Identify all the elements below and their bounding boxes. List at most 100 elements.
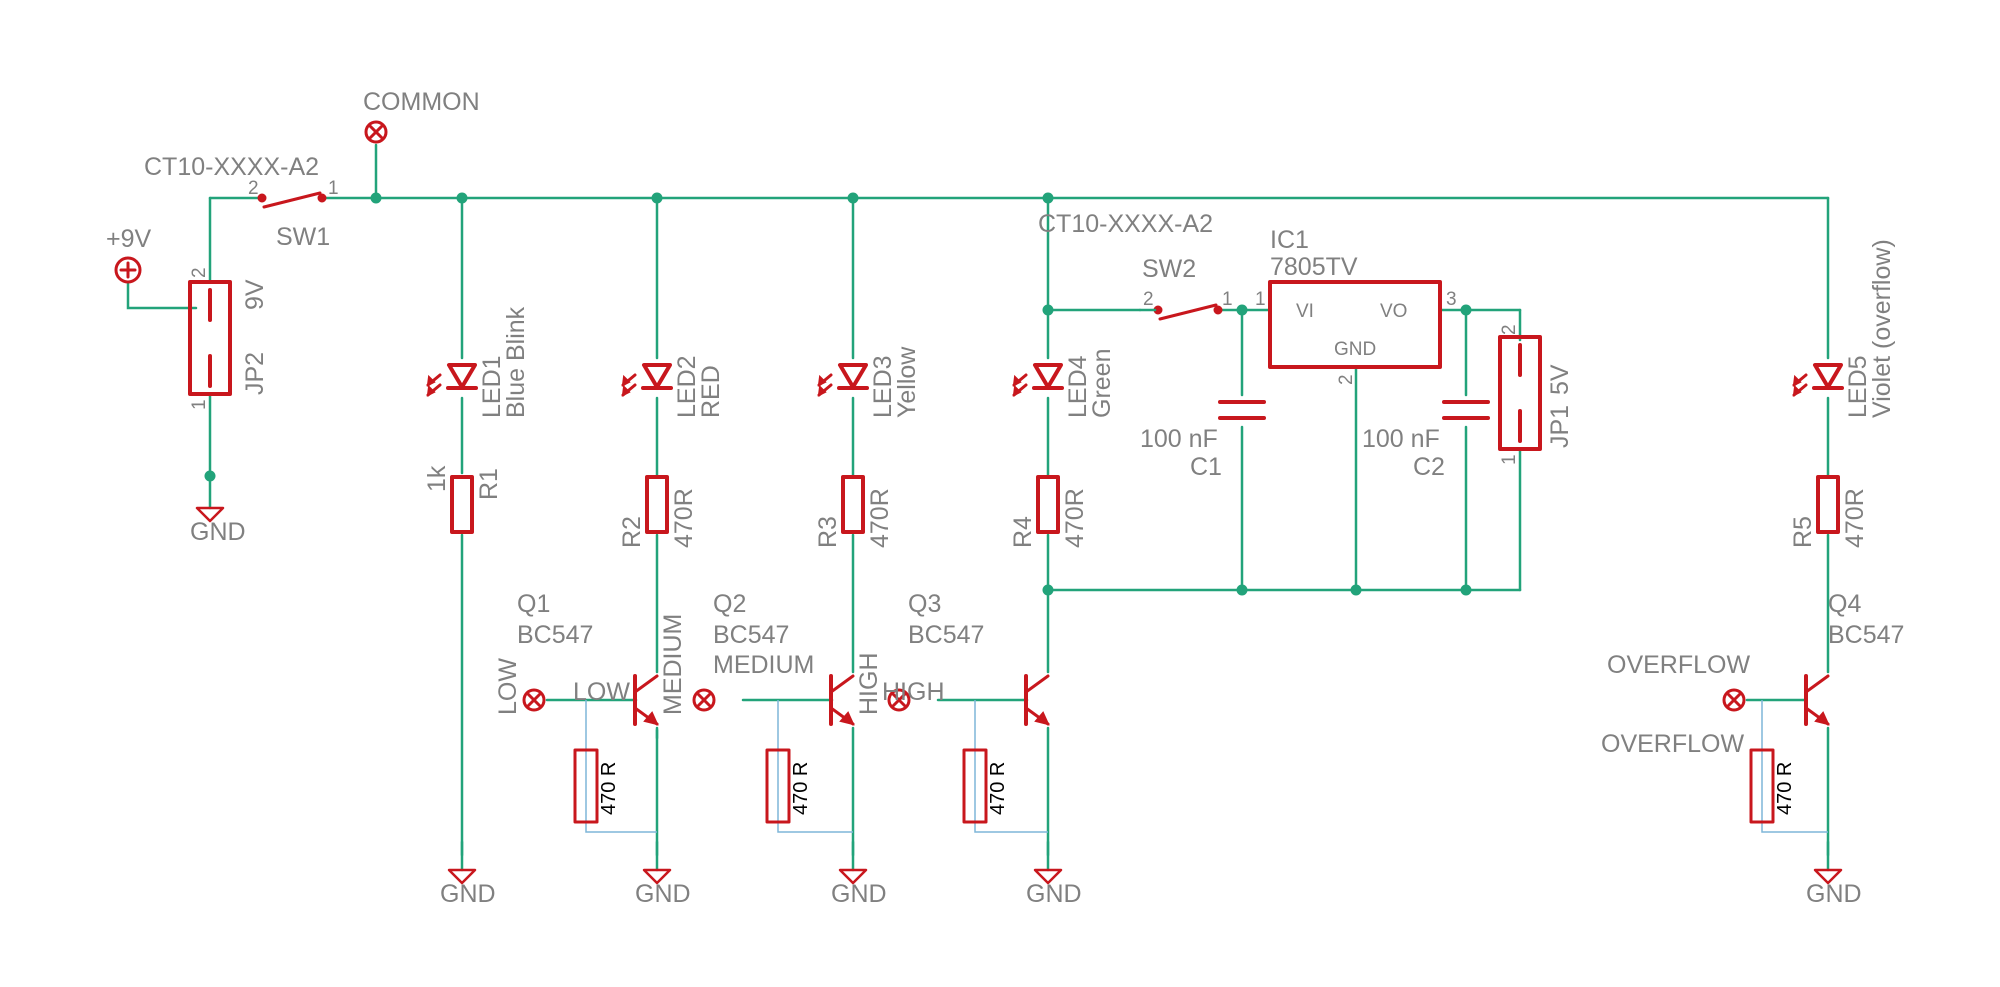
sw2-pin-b: 1	[1222, 289, 1233, 310]
ic1-name: IC1	[1270, 226, 1309, 254]
pulldown-q1-value: 470 R	[598, 762, 620, 815]
overflow-label-2: OVERFLOW	[1601, 730, 1744, 758]
sw1: CT10-XXXX-A2 2 1 SW1	[144, 153, 339, 251]
jp1-name: JP1	[1546, 405, 1574, 448]
low-label: LOW	[494, 658, 522, 715]
pulldown-q2-value: 470 R	[790, 762, 812, 815]
low-label-2: LOW	[573, 678, 630, 706]
c2-name: C2	[1413, 453, 1445, 481]
testpoint-high: HIGH HIGH	[855, 653, 945, 716]
led3-value: Yellow	[893, 346, 921, 418]
medium-label-2: MEDIUM	[713, 651, 814, 679]
c1-value: 100 nF	[1140, 425, 1218, 453]
c1-name: C1	[1190, 453, 1222, 481]
r5: R5 470R	[1789, 475, 1869, 548]
q2-name: Q2	[713, 590, 746, 618]
pulldown-q4: 470 R	[1749, 748, 1796, 824]
high-label-2: HIGH	[882, 678, 945, 706]
led3: LED3 Yellow	[817, 346, 921, 418]
r1-value: 1k	[423, 465, 451, 492]
sw1-name: SW1	[276, 223, 330, 251]
gnd-symbols: GND GND GND GND GND GND	[190, 478, 1862, 908]
r3: R3 470R	[814, 475, 894, 548]
q2-value: BC547	[713, 621, 789, 649]
jp2-pin-b: 1	[189, 399, 210, 410]
jp2-connector: 2 1 9V JP2	[188, 267, 269, 410]
jp2-name: JP2	[241, 352, 269, 395]
led2-name: LED2	[673, 355, 701, 418]
pulldown-q3: 470 R	[962, 748, 1009, 824]
high-label: HIGH	[855, 653, 883, 716]
jp2-value: 9V	[241, 279, 269, 310]
plus9v-label: +9V	[106, 225, 152, 253]
jp1-pin-b: 1	[1499, 454, 1520, 465]
ic1-pin2: 2	[1336, 374, 1357, 385]
pulldown-q4-value: 470 R	[1774, 762, 1796, 815]
r3-name: R3	[814, 516, 842, 548]
led2-value: RED	[697, 365, 725, 418]
r1-name: R1	[475, 468, 503, 500]
gnd-label-1: GND	[440, 880, 496, 908]
r5-value: 470R	[1841, 488, 1869, 548]
gnd-label-jp2: GND	[190, 518, 246, 546]
gnd-label-5: GND	[1806, 880, 1862, 908]
r4-value: 470R	[1061, 488, 1089, 548]
testpoint-low: LOW LOW	[494, 658, 630, 715]
testpoint-overflow: OVERFLOW OVERFLOW	[1601, 651, 1750, 758]
r5-name: R5	[1789, 516, 1817, 548]
led4: LED4 Green	[1012, 349, 1116, 418]
pulldown-q2: 470 R	[765, 748, 812, 824]
led3-name: LED3	[869, 355, 897, 418]
q1: Q1 BC547	[517, 590, 659, 740]
q4: Q4 BC547	[1804, 590, 1904, 726]
jp2-pin-a: 2	[189, 267, 210, 278]
q3: Q3 BC547	[908, 590, 1050, 726]
jp1-value: 5V	[1546, 364, 1574, 395]
sw1-value: CT10-XXXX-A2	[144, 153, 319, 181]
led1-value: Blue Blink	[502, 306, 530, 418]
led5-value: Violet (overflow)	[1868, 239, 1896, 418]
gnd-label-2: GND	[635, 880, 691, 908]
led2: LED2 RED	[621, 355, 725, 418]
plus9v-supply: +9V	[106, 225, 152, 284]
r2-value: 470R	[670, 488, 698, 548]
q4-name: Q4	[1828, 590, 1861, 618]
sw2: CT10-XXXX-A2 SW2 2 1	[1038, 210, 1233, 321]
q3-value: BC547	[908, 621, 984, 649]
pulldown-wires	[585, 700, 1828, 833]
c2-capacitor: 100 nF C2	[1362, 400, 1490, 481]
led1-name: LED1	[478, 355, 506, 418]
r1: 1k R1	[423, 465, 503, 534]
sw1-pin-b: 1	[328, 178, 339, 199]
led1: LED1 Blue Blink	[426, 306, 530, 418]
c1-capacitor: 100 nF C1	[1140, 400, 1266, 481]
led5-name: LED5	[1844, 355, 1872, 418]
ic1-pin3: 3	[1446, 289, 1457, 310]
common-testpoint: COMMON	[363, 88, 480, 144]
ic1-pin1: 1	[1255, 289, 1266, 310]
sw1-pin-a: 2	[248, 178, 259, 199]
r4: R4 470R	[1009, 475, 1089, 548]
led5: LED5 Violet (overflow)	[1792, 239, 1896, 418]
overflow-label: OVERFLOW	[1607, 651, 1750, 679]
r4-name: R4	[1009, 516, 1037, 548]
ic1-regulator: IC1 7805TV VI VO GND 1 3 2	[1255, 226, 1457, 385]
jp1-connector: 2 1 5V JP1	[1498, 324, 1574, 465]
c2-value: 100 nF	[1362, 425, 1440, 453]
gnd-label-3: GND	[831, 880, 887, 908]
pulldown-q3-value: 470 R	[987, 762, 1009, 815]
q1-value: BC547	[517, 621, 593, 649]
ic1-vo: VO	[1380, 301, 1407, 322]
q3-name: Q3	[908, 590, 941, 618]
junctions	[204, 192, 1472, 596]
led4-name: LED4	[1064, 355, 1092, 418]
q4-value: BC547	[1828, 621, 1904, 649]
pulldown-q1: 470 R	[573, 748, 620, 824]
q2: Q2 BC547	[713, 590, 855, 726]
testpoint-medium: MEDIUM MEDIUM	[659, 614, 814, 715]
q1-name: Q1	[517, 590, 550, 618]
r3-value: 470R	[866, 488, 894, 548]
r2-name: R2	[618, 516, 646, 548]
ic1-vi: VI	[1296, 301, 1314, 322]
